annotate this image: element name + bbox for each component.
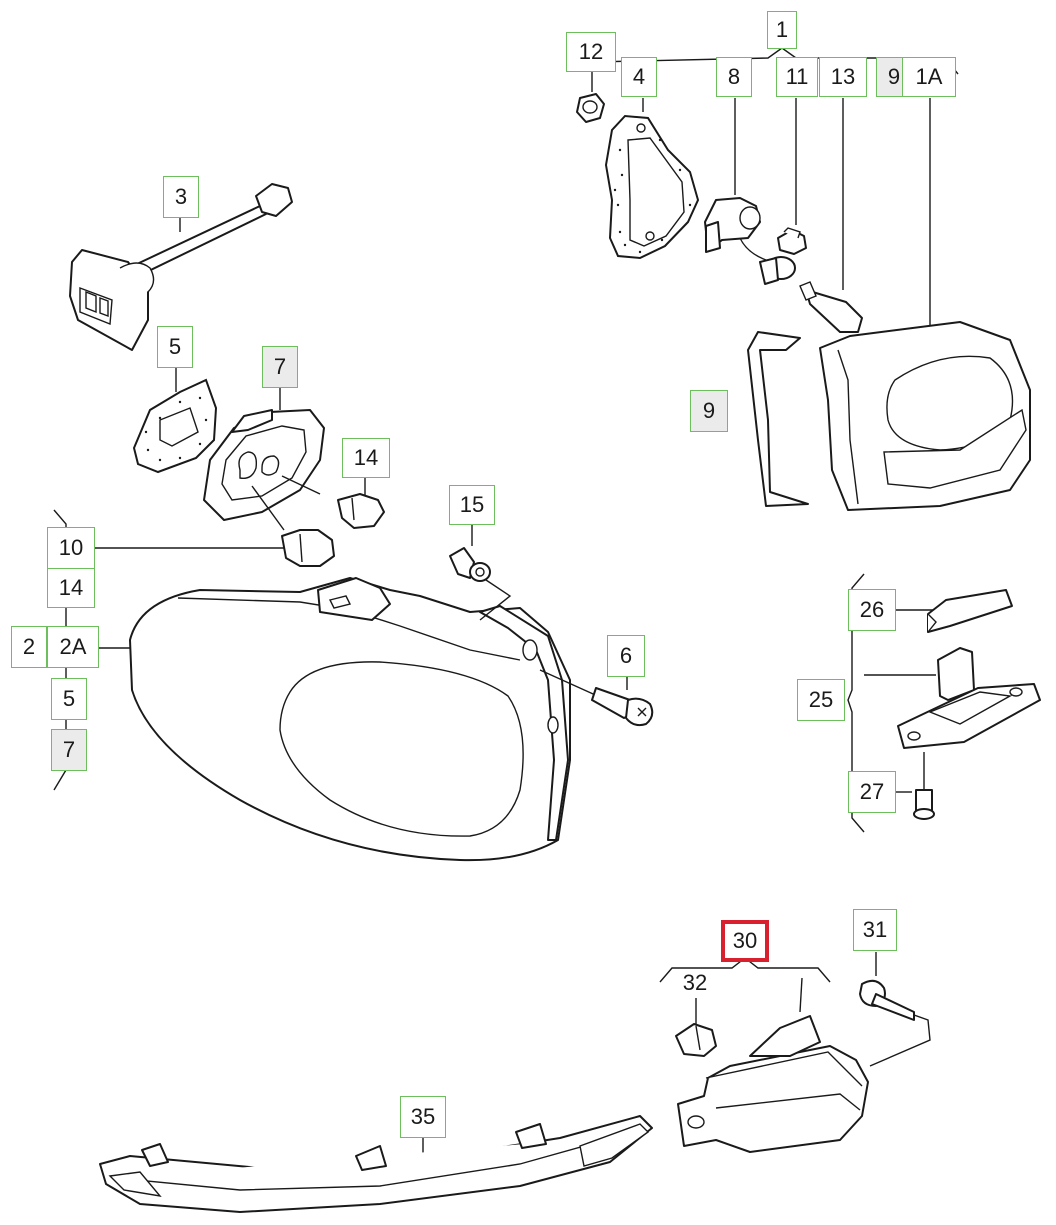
callout-27[interactable]: 27 [848, 771, 896, 813]
gasket-4[interactable] [604, 114, 700, 260]
clip-15[interactable] [449, 524, 491, 582]
callout-5-lower[interactable]: 5 [51, 678, 87, 720]
callout-2[interactable]: 2 [11, 626, 47, 668]
plate-lamp-group[interactable] [847, 573, 1041, 833]
connector-cable-3[interactable] [69, 183, 293, 351]
headlight-housing-2A[interactable] [53, 509, 571, 862]
trim-9[interactable] [747, 331, 809, 507]
callout-6[interactable]: 6 [607, 635, 645, 677]
callout-14-upper[interactable]: 14 [342, 438, 390, 478]
callout-3[interactable]: 3 [163, 176, 199, 218]
bulb-14-upper[interactable] [337, 478, 385, 529]
callout-1[interactable]: 1 [767, 11, 797, 49]
bulb-10[interactable] [95, 529, 335, 567]
callout-8[interactable]: 8 [716, 57, 752, 97]
bulb-11[interactable] [777, 227, 807, 255]
callout-9-side[interactable]: 9 [690, 390, 728, 432]
bulb-carrier-7[interactable] [203, 386, 325, 531]
callout-7-lower[interactable]: 7 [51, 729, 87, 771]
callout-25[interactable]: 25 [797, 679, 845, 721]
callout-32: 32 [682, 970, 708, 995]
marker-lamp-group[interactable] [659, 952, 931, 1153]
callout-14-lower[interactable]: 14 [47, 568, 95, 608]
nut-12[interactable] [576, 93, 605, 123]
reflector-strip-35[interactable] [99, 1115, 653, 1213]
callout-12[interactable]: 12 [566, 32, 616, 72]
screw-6[interactable] [539, 669, 654, 727]
callout-26[interactable]: 26 [848, 589, 896, 631]
callout-31[interactable]: 31 [853, 909, 897, 951]
callout-7-upper[interactable]: 7 [262, 346, 298, 388]
callout-2A[interactable]: 2A [47, 626, 99, 668]
gasket-5[interactable] [132, 366, 218, 474]
callout-35[interactable]: 35 [400, 1096, 446, 1138]
callout-11[interactable]: 11 [776, 57, 818, 97]
bulb-holder-8[interactable] [704, 197, 796, 285]
callout-13[interactable]: 13 [819, 57, 867, 97]
housing-1A[interactable] [819, 321, 1031, 511]
callout-10[interactable]: 10 [47, 527, 95, 569]
callout-5-upper[interactable]: 5 [157, 326, 193, 368]
callout-4[interactable]: 4 [621, 57, 657, 97]
callout-30-selected[interactable]: 30 [721, 920, 769, 962]
callout-15[interactable]: 15 [449, 485, 495, 525]
bulb-13[interactable] [799, 281, 863, 333]
callout-1A[interactable]: 1A [902, 57, 956, 97]
